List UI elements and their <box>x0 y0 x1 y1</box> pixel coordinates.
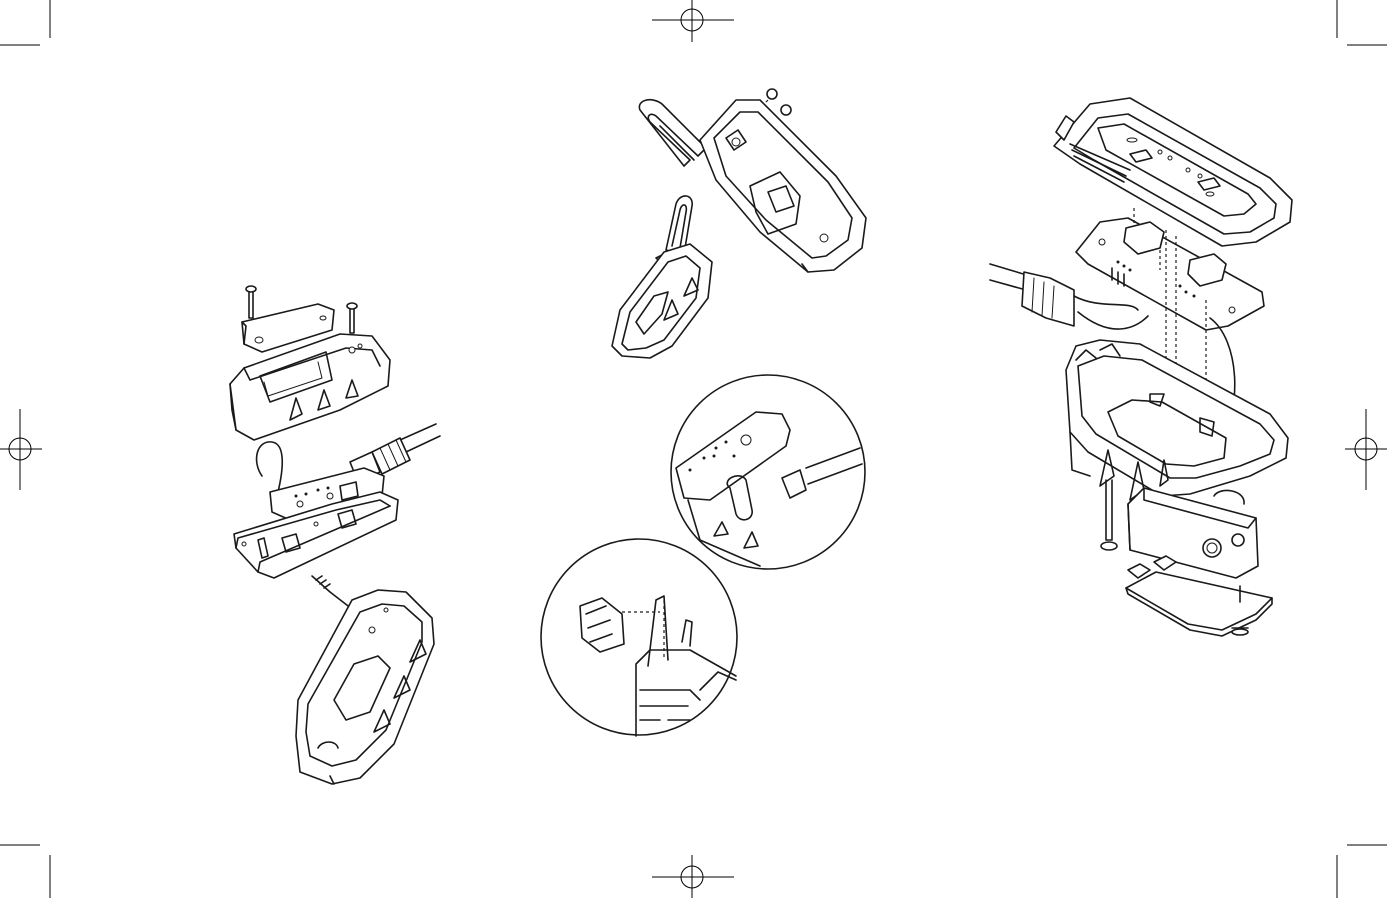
registration-mark-right <box>1345 409 1387 490</box>
detail-latch-part <box>580 598 624 652</box>
detail-view-circle-latch <box>541 539 737 736</box>
long-screw <box>1101 480 1117 550</box>
top-cover <box>1054 98 1292 246</box>
battery-9v <box>1128 488 1258 578</box>
detail-connector <box>782 470 806 498</box>
housing-mounted <box>296 590 434 784</box>
snap-clip-upper <box>639 100 706 166</box>
screw-right <box>347 303 357 333</box>
registration-mark-left <box>0 409 42 490</box>
registration-mark-top <box>652 0 734 42</box>
left-exploded-assembly <box>230 286 440 784</box>
detail-housing-edge <box>688 500 760 566</box>
registration-mark-bottom <box>652 855 734 898</box>
bottom-plate <box>1126 572 1272 636</box>
screw-b <box>781 105 791 115</box>
housing-base-right <box>1066 340 1288 500</box>
housing-top-half <box>230 334 390 440</box>
housing-closed <box>612 244 712 358</box>
detail-view-circle-board <box>671 375 865 569</box>
housing-open <box>700 100 866 272</box>
right-exploded-assembly <box>990 98 1292 636</box>
screw-a <box>767 89 777 99</box>
detail-clip <box>727 476 752 520</box>
center-belt-clip-assembly <box>612 89 866 358</box>
screw-left <box>246 286 256 318</box>
